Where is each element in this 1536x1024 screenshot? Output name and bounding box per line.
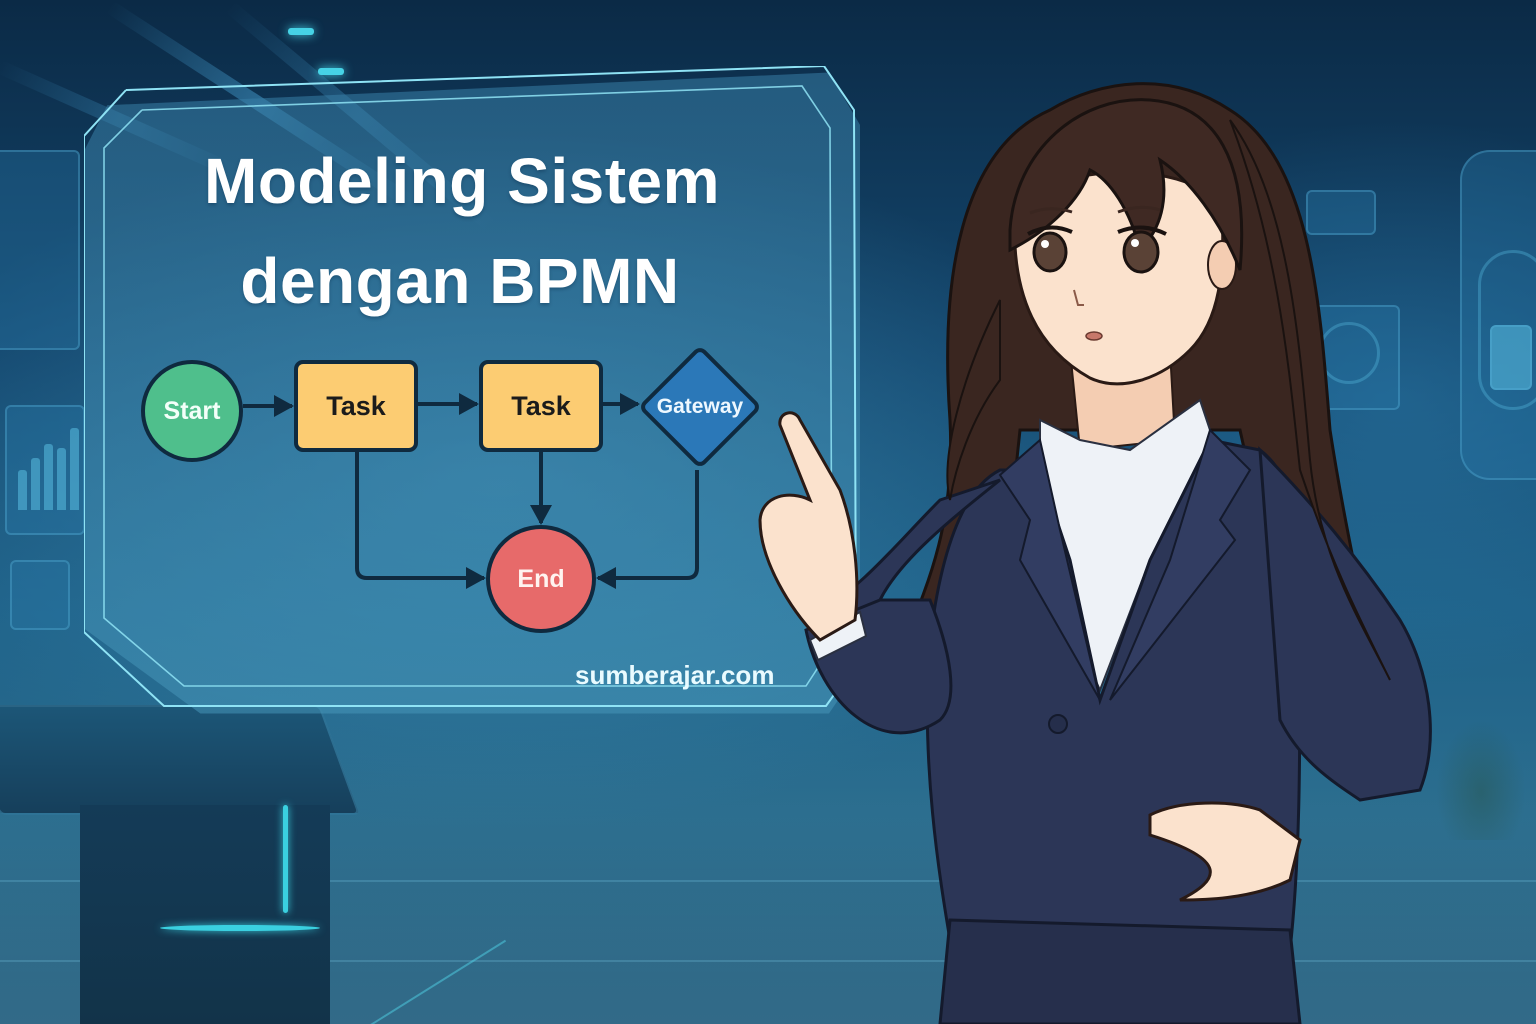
- banner-title-line1: Modeling Sistem: [204, 145, 720, 217]
- console-light: [283, 805, 288, 913]
- background-screen: [1490, 325, 1532, 390]
- gateway-label: Gateway: [656, 395, 744, 418]
- ceiling-light: [318, 68, 344, 75]
- control-console: [0, 705, 361, 815]
- background-circle-widget: [1478, 250, 1536, 410]
- potted-plant: [1436, 720, 1526, 840]
- task-node-2[interactable]: Task: [479, 360, 603, 452]
- end-label: End: [517, 564, 565, 593]
- start-label: Start: [163, 396, 221, 425]
- background-screen: [0, 150, 80, 350]
- task-label: Task: [511, 390, 571, 421]
- console-base: [80, 805, 330, 1024]
- background-screen: [1306, 190, 1376, 235]
- background-circle-widget: [1318, 322, 1380, 384]
- task-label: Task: [326, 390, 386, 421]
- task-node-1[interactable]: Task: [294, 360, 418, 452]
- start-event-node[interactable]: Start: [141, 360, 243, 462]
- background-bar-chart: [18, 420, 79, 510]
- background-screen: [1460, 150, 1536, 480]
- floor-line: [0, 880, 1536, 882]
- gateway-node[interactable]: Gateway: [636, 343, 764, 471]
- website-watermark: sumberajar.com: [575, 660, 775, 690]
- ceiling-light: [288, 28, 314, 35]
- banner-title-line2: dengan BPMN: [240, 245, 680, 317]
- console-light: [160, 925, 320, 931]
- end-event-node[interactable]: End: [486, 525, 596, 633]
- background-screen: [10, 560, 70, 630]
- floor-line: [0, 960, 1536, 962]
